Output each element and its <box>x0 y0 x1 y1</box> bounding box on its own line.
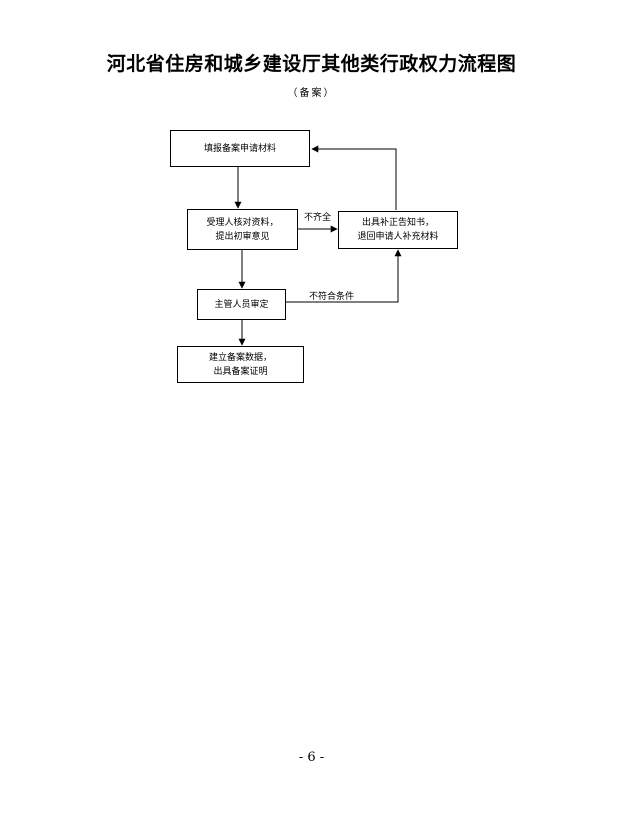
edge-label-not-qualified: 不符合条件 <box>309 292 355 302</box>
arrow-supervisor-to-supplement <box>286 249 402 303</box>
page-number: - 6 - <box>298 750 325 765</box>
node-review-materials-label: 受理人核对资料， 提出初审意见 <box>206 217 279 242</box>
node-supervisor-approval-label: 主管人员审定 <box>214 299 269 310</box>
edge-label-incomplete: 不齐全 <box>304 213 332 223</box>
node-supervisor-approval: 主管人员审定 <box>197 289 286 320</box>
node-submit-materials: 填报备案申请材料 <box>170 130 310 167</box>
node-supplement-notice-label: 出具补正告知书， 退回申请人补充材料 <box>357 218 439 242</box>
node-review-materials: 受理人核对资料， 提出初审意见 <box>187 209 298 250</box>
node-archive-certificate-label: 建立备案数据， 出具备案证明 <box>208 352 272 377</box>
page-title: 河北省住房和城乡建设厅其他类行政权力流程图 <box>106 53 517 75</box>
arrow-supplement-to-submit <box>311 145 397 210</box>
node-submit-materials-label: 填报备案申请材料 <box>203 143 276 154</box>
page-subtitle: （备案） <box>287 88 336 99</box>
node-archive-certificate: 建立备案数据， 出具备案证明 <box>177 346 304 383</box>
node-supplement-notice: 出具补正告知书， 退回申请人补充材料 <box>338 211 458 249</box>
